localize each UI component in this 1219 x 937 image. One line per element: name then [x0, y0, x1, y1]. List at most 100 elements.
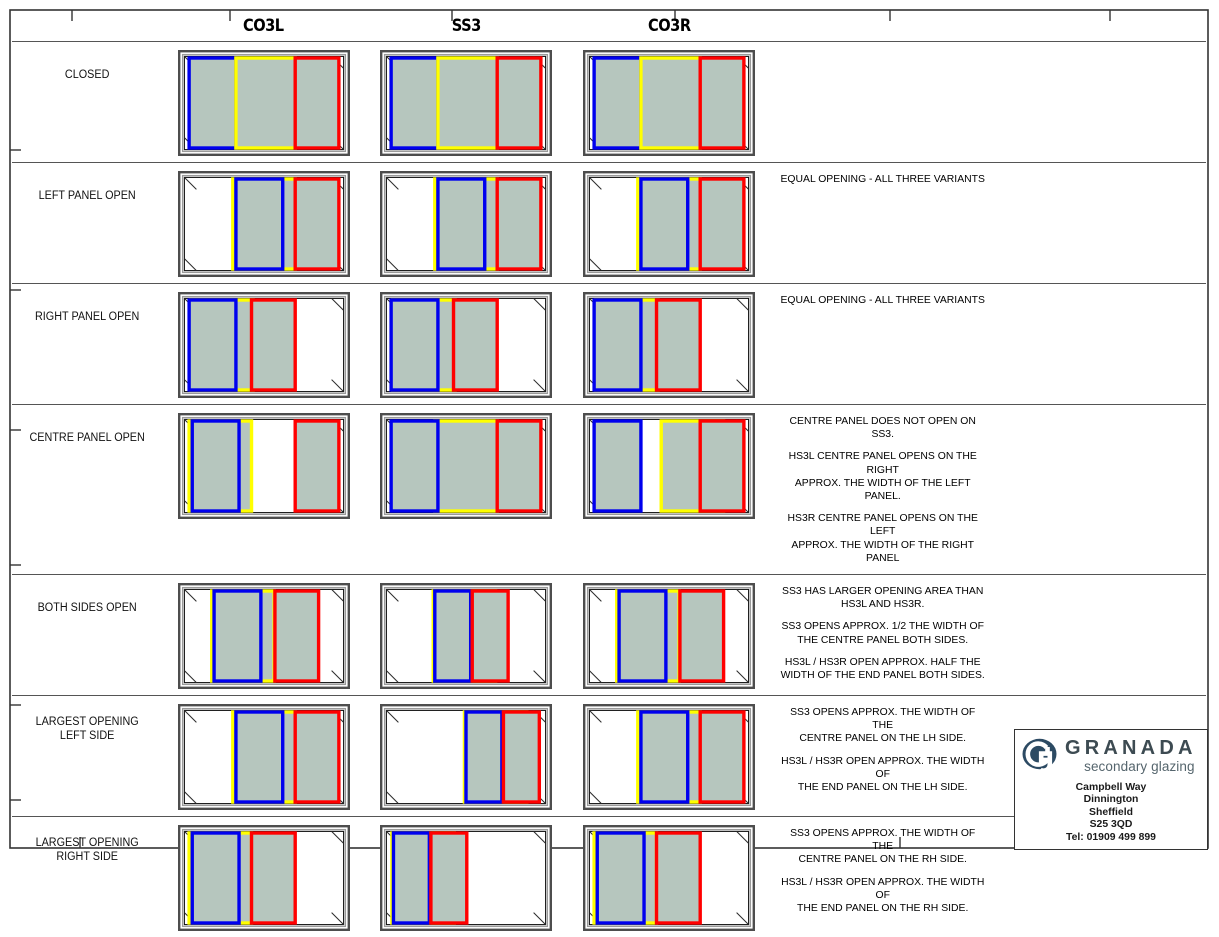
- sash-centre: [435, 421, 497, 511]
- notes-cell-right-panel-open: EQUAL OPENING - ALL THREE VARIANTS: [770, 284, 1206, 405]
- address-line: Dinnington: [1015, 794, 1207, 806]
- note-block: SS3 HAS LARGER OPENING AREA THAN HS3L AN…: [780, 585, 985, 611]
- diagram-cell-both-sides-open-co3r: [568, 575, 771, 696]
- sash-right: [251, 833, 295, 923]
- sash-left: [594, 300, 641, 390]
- sash-right: [497, 421, 541, 511]
- diagram-cell-right-panel-open-co3l: [162, 284, 365, 405]
- sash-left: [594, 421, 641, 511]
- table-row: CLOSED: [12, 42, 1206, 163]
- sash-right: [295, 712, 339, 802]
- row-label-line: CLOSED: [17, 68, 158, 82]
- row-label-line: RIGHT PANEL OPEN: [17, 310, 158, 324]
- window-diagram-closed-ss3: [380, 50, 552, 156]
- granada-g-icon: [1021, 736, 1061, 776]
- sash-left: [391, 300, 438, 390]
- window-diagram-closed-co3l: [178, 50, 350, 156]
- logo-tagline-text: secondary glazing: [1065, 759, 1197, 774]
- window-diagram-largest-opening-left-side-co3r: [583, 704, 755, 810]
- header-notes-spacer: [770, 16, 1206, 42]
- logo-brand-text: GRANADA: [1065, 738, 1197, 759]
- sash-right: [295, 421, 339, 511]
- column-header-co3r-label: CO3R: [582, 16, 756, 38]
- diagram-cell-both-sides-open-ss3: [365, 575, 568, 696]
- sash-right: [504, 712, 540, 802]
- sash-left: [192, 421, 239, 511]
- sash-left: [438, 179, 485, 269]
- note-block: SS3 OPENS APPROX. 1/2 THE WIDTH OF THE C…: [780, 620, 985, 646]
- sash-right: [431, 833, 467, 923]
- diagram-cell-left-panel-open-ss3: [365, 163, 568, 284]
- window-diagram-both-sides-open-ss3: [380, 583, 552, 689]
- sash-right: [680, 591, 724, 681]
- note-block: HS3L / HS3R OPEN APPROX. HALF THE WIDTH …: [780, 656, 985, 682]
- diagram-cell-right-panel-open-ss3: [365, 284, 568, 405]
- window-diagram-centre-panel-open-co3r: [583, 413, 755, 519]
- sash-right: [275, 591, 319, 681]
- window-diagram-right-panel-open-ss3: [380, 292, 552, 398]
- window-diagram-largest-opening-right-side-co3l: [178, 825, 350, 931]
- sash-right: [656, 833, 700, 923]
- sash-right: [497, 179, 541, 269]
- notes-cell-closed: [770, 42, 1206, 163]
- window-diagram-left-panel-open-co3r: [583, 171, 755, 277]
- sash-left: [641, 712, 688, 802]
- sash-left: [597, 833, 644, 923]
- sash-right: [700, 179, 744, 269]
- sash-left: [641, 179, 688, 269]
- address-line: S25 3QD: [1015, 819, 1207, 831]
- window-diagram-left-panel-open-ss3: [380, 171, 552, 277]
- row-label-line: LEFT PANEL OPEN: [17, 189, 158, 203]
- diagram-cell-centre-panel-open-co3r: [568, 405, 771, 575]
- address-line: Campbell Way: [1015, 782, 1207, 794]
- window-diagram-centre-panel-open-ss3: [380, 413, 552, 519]
- diagram-cell-left-panel-open-co3r: [568, 163, 771, 284]
- column-header-co3l-label: CO3L: [177, 16, 351, 38]
- diagram-cell-centre-panel-open-ss3: [365, 405, 568, 575]
- window-diagram-both-sides-open-co3r: [583, 583, 755, 689]
- sash-right: [700, 421, 744, 511]
- address-line: Tel: 01909 499 899: [1015, 832, 1207, 844]
- diagram-cell-closed-co3r: [568, 42, 771, 163]
- sash-left: [619, 591, 666, 681]
- table-header-row: CO3L SS3 CO3R: [12, 16, 1206, 42]
- logo-wordmark: GRANADA secondary glazing: [1065, 738, 1197, 774]
- row-label-line: RIGHT SIDE: [17, 850, 158, 864]
- row-label-line: LARGEST OPENING: [17, 715, 158, 729]
- row-label-centre-panel-open: CENTRE PANEL OPEN: [17, 405, 158, 575]
- row-label-right-panel-open: RIGHT PANEL OPEN: [17, 284, 158, 405]
- diagram-cell-closed-ss3: [365, 42, 568, 163]
- row-label-both-sides-open: BOTH SIDES OPEN: [17, 575, 158, 696]
- sash-right: [700, 58, 744, 148]
- diagram-cell-left-panel-open-co3l: [162, 163, 365, 284]
- sash-left: [391, 58, 438, 148]
- note-block: HS3L CENTRE PANEL OPENS ON THE RIGHT APP…: [780, 450, 985, 503]
- window-diagram-centre-panel-open-co3l: [178, 413, 350, 519]
- row-label-line: LARGEST OPENING: [17, 836, 158, 850]
- diagram-cell-both-sides-open-co3l: [162, 575, 365, 696]
- row-label-left-panel-open: LEFT PANEL OPEN: [17, 163, 158, 284]
- sash-right: [656, 300, 700, 390]
- sash-left: [192, 833, 239, 923]
- diagram-cell-largest-opening-right-side-co3r: [568, 817, 771, 937]
- column-header-co3l: CO3L: [162, 16, 365, 42]
- address-line: Sheffield: [1015, 807, 1207, 819]
- sash-left: [236, 712, 283, 802]
- sash-right: [454, 300, 498, 390]
- sash-left: [594, 58, 641, 148]
- sash-right: [251, 300, 295, 390]
- window-diagram-right-panel-open-co3l: [178, 292, 350, 398]
- sash-right: [473, 591, 509, 681]
- diagram-cell-largest-opening-right-side-ss3: [365, 817, 568, 937]
- diagram-cell-closed-co3l: [162, 42, 365, 163]
- note-block: HS3L / HS3R OPEN APPROX. THE WIDTH OF TH…: [780, 755, 985, 795]
- window-diagram-both-sides-open-co3l: [178, 583, 350, 689]
- diagram-cell-largest-opening-left-side-co3l: [162, 696, 365, 817]
- row-label-line: LEFT SIDE: [17, 729, 158, 743]
- logo-mark-row: GRANADA secondary glazing: [1015, 730, 1207, 777]
